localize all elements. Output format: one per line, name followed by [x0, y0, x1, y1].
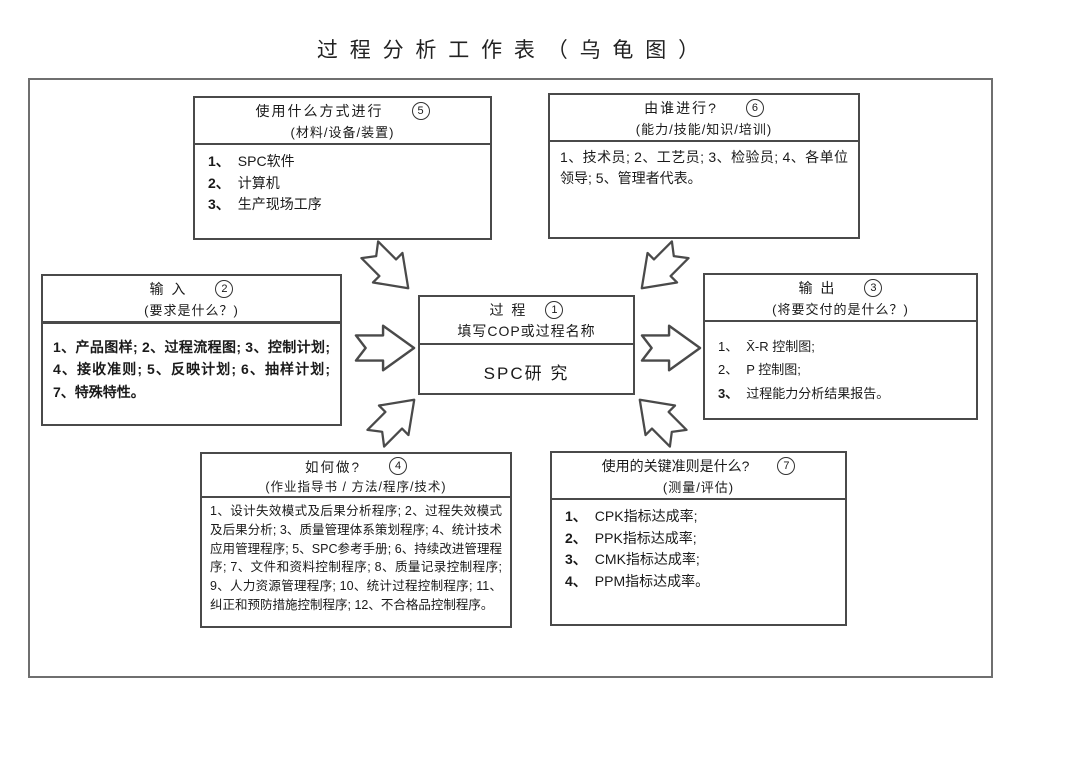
body-text: 1、技术员; 2、工艺员; 3、检验员; 4、各单位领导; 5、管理者代表。 [560, 149, 848, 186]
box-methods-header: 使用什么方式进行 5 (材料/设备/装置) [195, 98, 490, 145]
circled-number-icon: 3 [864, 279, 883, 297]
list-item: 2、 P 控制图; [718, 358, 966, 381]
item-text: CMK指标达成率; [594, 551, 700, 568]
item-text: CPK指标达成率; [594, 508, 698, 524]
box-title: 使用的关键准则是什么? [601, 458, 750, 474]
item-text: PPM指标达成率。 [594, 573, 710, 590]
box-subtitle: (能力/技能/知识/培训) [635, 122, 773, 137]
page-title: 过 程 分 析 工 作 表 （ 乌 龟 图 ） [316, 39, 703, 62]
circled-number-icon: 1 [545, 301, 564, 319]
arrow-who-to-process-icon [640, 240, 690, 290]
box-title: 如何做? [304, 460, 361, 475]
box-who-header: 由谁进行? 6 (能力/技能/知识/培训) [550, 95, 858, 142]
arrow-process-to-output-icon [640, 324, 702, 372]
item-text: 计算机 [237, 174, 280, 191]
item-number: 2、 [208, 174, 230, 191]
item-text: P 控制图; [746, 362, 801, 378]
box-title: 使用什么方式进行 [255, 103, 384, 119]
circled-number-icon: 7 [777, 457, 796, 475]
arrow-methods-to-process-icon [360, 240, 410, 290]
box-input: 输 入 2 (要求是什么？) 1、产品图样; 2、过程流程图; 3、控制计划; … [41, 274, 342, 426]
item-text: PPK指标达成率; [594, 529, 697, 546]
list-item: 3、 CMK指标达成率; [565, 549, 835, 571]
box-who: 由谁进行? 6 (能力/技能/知识/培训) 1、技术员; 2、工艺员; 3、检验… [548, 93, 860, 239]
item-number: 1、 [718, 339, 739, 354]
item-number: 2、 [565, 529, 587, 546]
circled-number-icon: 5 [411, 102, 430, 120]
item-text: 过程能力分析结果报告。 [746, 385, 890, 401]
box-subtitle: (作业指导书 / 方法/程序/技术) [265, 480, 447, 494]
box-process: 过 程 1 填写COP或过程名称 SPC研 究 [418, 295, 635, 395]
item-text: SPC软件 [237, 153, 295, 169]
list-item: 1、 SPC软件 [208, 151, 480, 173]
box-subtitle: (测量/评估) [662, 480, 735, 495]
list-item: 1、 X̄-R 控制图; [718, 335, 966, 358]
box-title: 输 入 [149, 281, 188, 297]
box-title: 过 程 [489, 302, 528, 318]
item-number: 1、 [208, 153, 230, 169]
box-subtitle: (要求是什么？) [144, 303, 239, 318]
box-subtitle: (将要交付的是什么？) [772, 302, 909, 317]
item-number: 3、 [718, 385, 739, 401]
box-output: 输 出 3 (将要交付的是什么？) 1、 X̄-R 控制图; 2、 P 控制图; 3… [703, 273, 978, 420]
circled-number-icon: 4 [389, 457, 407, 475]
item-text: X̄-R 控制图; [746, 339, 815, 354]
box-methods: 使用什么方式进行 5 (材料/设备/装置) 1、 SPC软件 2、计算机 3、生产… [193, 96, 492, 240]
list-item: 2、 PPK指标达成率; [565, 528, 835, 550]
body-text: 1、设计失效模式及后果分析程序; 2、过程失效模式及后果分析; 3、质量管理体系… [210, 504, 502, 612]
item-number: 3、 [565, 551, 587, 568]
arrow-input-to-process-icon [354, 324, 416, 372]
body-text: SPC研 究 [483, 364, 570, 383]
box-process-header: 过 程 1 填写COP或过程名称 [420, 297, 633, 345]
item-number: 3、 [208, 196, 230, 213]
list-item: 3、过程能力分析结果报告。 [718, 382, 966, 405]
list-item: 1、 CPK指标达成率; [565, 506, 835, 528]
item-text: 生产现场工序 [237, 196, 322, 213]
box-subtitle: 填写COP或过程名称 [457, 323, 596, 339]
circled-number-icon: 6 [745, 99, 764, 117]
arrow-criteria-to-process-icon [638, 398, 688, 448]
box-how: 如何做? 4 (作业指导书 / 方法/程序/技术) 1、设计失效模式及后果分析程… [200, 452, 512, 628]
list-item: 4、 PPM指标达成率。 [565, 571, 835, 593]
box-title: 由谁进行? [644, 100, 718, 116]
arrow-how-to-process-icon [366, 398, 416, 448]
box-input-header: 输 入 2 (要求是什么？) [43, 276, 340, 324]
item-number: 4、 [565, 573, 587, 590]
body-text: 1、产品图样; 2、过程流程图; 3、控制计划; 4、接收准则; 5、反映计划;… [53, 339, 330, 400]
box-subtitle: (材料/设备/装置) [290, 125, 395, 140]
box-criteria-header: 使用的关键准则是什么? 7 (测量/评估) [552, 453, 845, 500]
item-number: 2、 [718, 362, 739, 378]
item-number: 1、 [565, 508, 587, 524]
box-criteria: 使用的关键准则是什么? 7 (测量/评估) 1、 CPK指标达成率; 2、 PPK指… [550, 451, 847, 626]
list-item: 3、生产现场工序 [208, 194, 480, 216]
box-output-header: 输 出 3 (将要交付的是什么？) [705, 275, 976, 322]
box-title: 输 出 [798, 280, 837, 296]
diagram-frame [28, 78, 993, 678]
list-item: 2、计算机 [208, 173, 480, 195]
circled-number-icon: 2 [215, 280, 234, 298]
box-how-header: 如何做? 4 (作业指导书 / 方法/程序/技术) [202, 454, 510, 498]
